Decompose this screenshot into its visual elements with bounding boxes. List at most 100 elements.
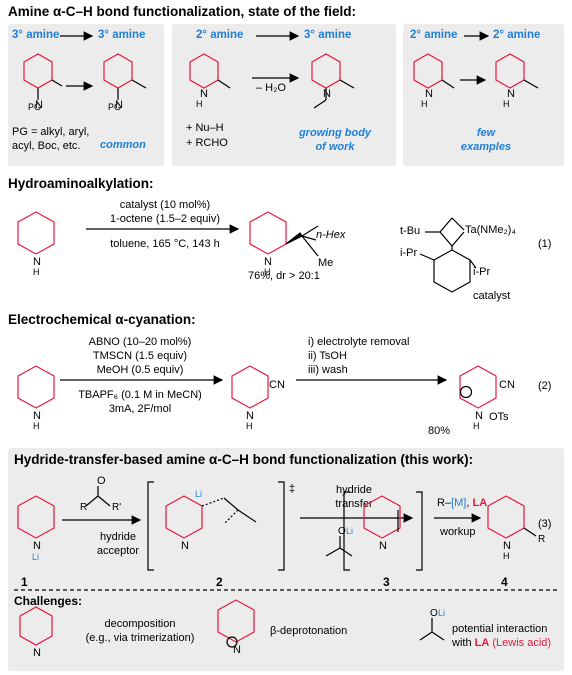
cat-tbu: t-Bu — [400, 225, 421, 237]
panel-2-to-2 — [403, 24, 564, 166]
svg-text:R: R — [80, 502, 87, 513]
compound-3: 3 — [383, 575, 390, 589]
svg-text:N: N — [233, 644, 241, 656]
wedge-bond — [285, 232, 303, 245]
box2-from: 2° amine — [196, 29, 244, 41]
box2-to: 3° amine — [304, 29, 352, 41]
svg-text:H: H — [503, 99, 510, 109]
svg-text:H: H — [264, 267, 271, 277]
workup-label: workup — [440, 526, 476, 538]
svg-text:O: O — [430, 608, 438, 619]
reagent-m: [M] — [451, 497, 467, 509]
section3-title: Electrochemical α-cyanation: — [8, 312, 196, 327]
hydro-cond1: catalyst (10 mol%) — [119, 199, 211, 211]
cn-label-1: CN — [269, 379, 285, 391]
panel-3-to-3 — [8, 24, 164, 166]
this-work-panel — [8, 448, 564, 671]
ots-label: OTs — [489, 411, 509, 423]
section1-title: Amine α-C–H bond functionalization, stat… — [8, 4, 357, 19]
nhex-label: n-Hex — [316, 229, 346, 241]
ring-box1-left — [23, 53, 63, 100]
svg-text:R': R' — [112, 502, 121, 513]
cyan-step1: i) electrolyte removal — [308, 336, 410, 348]
cyan-cond1: ABNO (10–20 mol%) — [88, 336, 192, 348]
svg-text:N: N — [33, 410, 41, 422]
svg-text:H: H — [421, 99, 428, 109]
bracket-3-left — [343, 491, 350, 571]
eq2: (2) — [538, 380, 552, 392]
cn-label-2: CN — [499, 379, 515, 391]
section2-title: Hydroaminoalkylation: — [8, 176, 154, 191]
box1-status: common — [100, 139, 146, 151]
ts-dagger: ‡ — [289, 483, 296, 495]
compound-4: 4 — [501, 575, 508, 589]
catalyst-label: catalyst — [473, 290, 511, 302]
svg-text:Li: Li — [346, 526, 353, 536]
reagent-la: LA — [472, 497, 488, 509]
svg-text:N: N — [115, 99, 123, 111]
imine-3-ring — [363, 495, 401, 539]
cyan-step3: iii) wash — [308, 364, 348, 376]
svg-text:O: O — [338, 526, 346, 537]
atom-labels: NPG NPG NH N NH NH NH NH NH NH NH NLi NL… — [28, 88, 545, 659]
cat-ipr1: i-Pr — [400, 247, 418, 259]
ts-ring — [165, 495, 203, 539]
cat-metal: Ta(NMe₂)₄ — [465, 224, 516, 236]
box1-from: 3° amine — [12, 29, 60, 41]
box2-cond: – H₂O — [256, 82, 286, 94]
compound-2: 2 — [216, 575, 223, 589]
piperidine-cyan-start — [17, 365, 55, 409]
svg-text:N: N — [475, 410, 483, 422]
svg-text:H: H — [246, 421, 253, 431]
svg-text:N: N — [33, 647, 41, 659]
svg-text:N: N — [425, 88, 433, 100]
svg-text:N: N — [264, 256, 272, 268]
svg-text:Li: Li — [32, 552, 39, 562]
svg-text:H: H — [33, 267, 40, 277]
svg-text:N: N — [33, 540, 41, 552]
ring-box1-right — [103, 53, 147, 100]
eq3: (3) — [538, 518, 552, 530]
svg-text:PG: PG — [28, 102, 41, 112]
ring-box2-right — [311, 53, 355, 109]
box1-to: 3° amine — [98, 29, 146, 41]
piperidine-hydro-start — [17, 211, 55, 255]
svg-text:N: N — [379, 540, 387, 552]
box3-to: 2° amine — [493, 29, 541, 41]
piperidine-hydro-product — [249, 211, 287, 255]
acceptor-label: hydride acceptor — [96, 531, 140, 557]
section5-title: Challenges: — [14, 594, 83, 608]
svg-text:N: N — [507, 88, 515, 100]
piperidine-cyan-mid — [231, 365, 269, 409]
cyan-cond5: 3mA, 2F/mol — [108, 403, 172, 415]
svg-text:N: N — [35, 99, 43, 111]
ts-bracket-right — [278, 481, 285, 571]
ring-box3-left — [413, 53, 455, 89]
hydro-cond3: toluene, 165 °C, 143 h — [110, 238, 220, 250]
svg-text:Li: Li — [195, 489, 202, 499]
box2-reagent2: + RCHO — [186, 137, 228, 149]
section4-title: Hydride-transfer-based amine α-C–H bond … — [14, 452, 474, 467]
cyan-yield: 80% — [428, 425, 451, 437]
svg-text:H: H — [503, 551, 510, 561]
c3-post: (Lewis acid) — [489, 637, 552, 649]
cyan-cond3: MeOH (0.5 equiv) — [96, 364, 184, 376]
ts-bracket-left — [147, 481, 154, 571]
challenge-beta-deprotonation: β-deprotonation — [270, 625, 348, 637]
amide-1-ring — [17, 495, 55, 539]
svg-text:PG: PG — [108, 102, 121, 112]
svg-text:N: N — [323, 88, 331, 100]
reagent-r: R– — [437, 497, 452, 509]
box3-from: 2° amine — [410, 29, 458, 41]
hydro-yield: 76%, dr > 20:1 — [248, 270, 320, 282]
box3-status: few examples — [460, 127, 512, 153]
organometallic-reagent: R–[M], LA — [437, 497, 488, 509]
svg-text:H: H — [33, 421, 40, 431]
catalyst-structure — [419, 217, 477, 293]
svg-text:N: N — [33, 256, 41, 268]
svg-text:N: N — [181, 540, 189, 552]
svg-text:R: R — [538, 534, 545, 545]
box2-reagent1: + Nu–H — [186, 122, 224, 134]
box2-status: growing body of work — [298, 127, 372, 153]
